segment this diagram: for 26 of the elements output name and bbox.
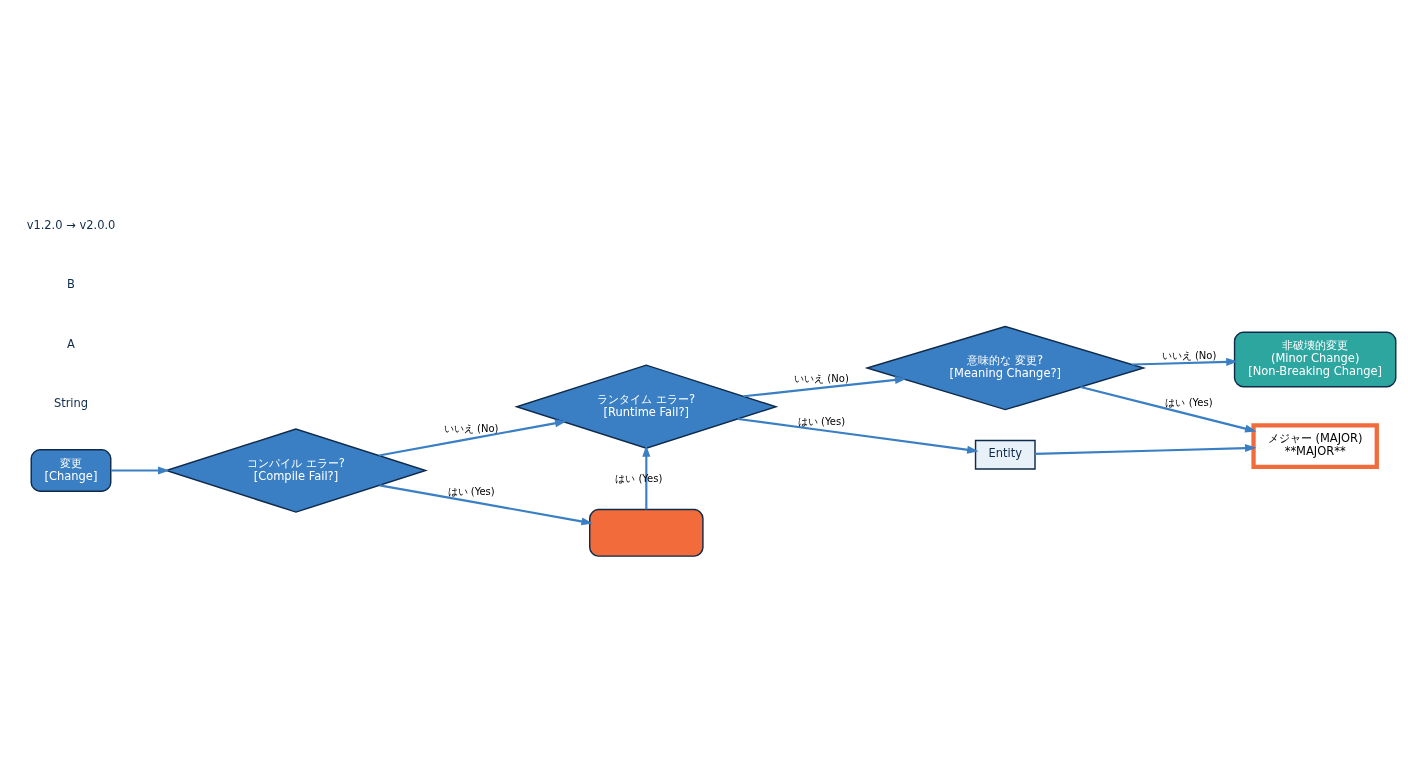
label: String xyxy=(53,396,89,411)
edge-label: いいえ (No) xyxy=(1161,349,1217,361)
arrow xyxy=(1080,385,1257,433)
arrow xyxy=(110,466,170,475)
arrow xyxy=(743,375,907,398)
arrow xyxy=(642,445,651,510)
label: B xyxy=(67,277,75,292)
node-box xyxy=(589,508,704,557)
arrow xyxy=(1035,444,1257,455)
label: v1.2.0 → v2.0.0 xyxy=(26,217,116,232)
edge-label: はい (Yes) xyxy=(797,415,846,427)
edge-label: はい (Yes) xyxy=(1165,397,1213,409)
edge-label: はい (Yes) xyxy=(447,486,495,498)
arrow xyxy=(379,484,593,526)
node-box: メジャー (MAJOR) **MAJOR** xyxy=(1251,423,1379,470)
node-diamond: ランタイム エラー? [Runtime Fail?] xyxy=(514,364,779,450)
node-box: 非破壊的変更 (Minor Change) [Non-Breaking Change] xyxy=(1233,331,1397,388)
edge-label: いいえ (No) xyxy=(794,372,849,384)
node-box: Entity xyxy=(974,439,1036,470)
node-diamond: 意味的な 変更? [Meaning Change?] xyxy=(864,325,1147,411)
edge-label: いいえ (No) xyxy=(443,422,499,434)
arrow xyxy=(737,417,979,454)
arrow xyxy=(1131,357,1238,366)
node-box: 変更 [Change] xyxy=(30,449,112,492)
label: A xyxy=(67,336,75,351)
arrow xyxy=(378,419,567,457)
